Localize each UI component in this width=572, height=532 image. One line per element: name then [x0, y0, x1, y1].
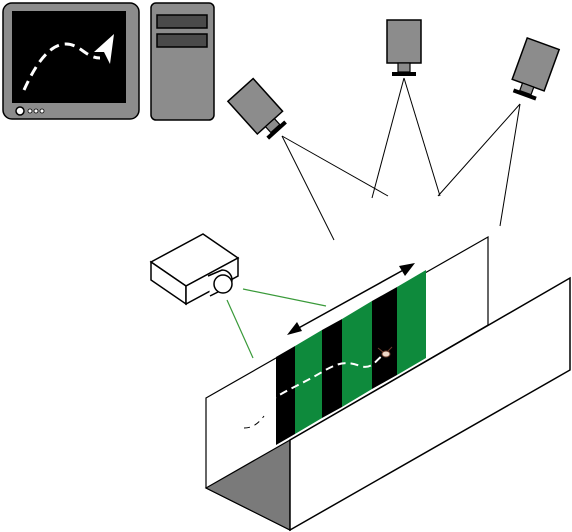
tower-drive-bay [156, 14, 208, 29]
camera-icon [386, 19, 422, 76]
monitor-icon [2, 2, 140, 120]
tunnel-front-wall [289, 276, 571, 532]
projection-beam-lower [226, 299, 254, 359]
camera-sight-lines [281, 77, 521, 241]
camera-body [511, 36, 561, 92]
stripe-black [322, 319, 342, 418]
tunnel-stripes [276, 270, 426, 445]
camera-body [386, 19, 422, 64]
monitor-indicator-light [33, 108, 39, 114]
camera-lens [392, 72, 416, 76]
stripe-black [372, 287, 397, 389]
fly-wings [377, 346, 393, 353]
camera-right-sight-line-b [499, 103, 521, 227]
stripe-green [295, 330, 322, 434]
projection-beams [226, 288, 327, 359]
screen-arrow-cursor-icon [94, 34, 114, 64]
camera-center-sight-line-b [403, 77, 441, 197]
tower-case [150, 2, 215, 121]
tower-drive-bay [156, 33, 208, 48]
camera-right-sight-line-a [437, 103, 521, 197]
monitor-indicator-light [27, 108, 33, 114]
camera-lens-neck [397, 62, 411, 73]
fly-trajectory-path [243, 355, 383, 429]
projector-lens [213, 274, 233, 294]
double-arrow-head-right [399, 263, 415, 276]
camera-icon [511, 36, 561, 101]
screen-trajectory-path [22, 42, 101, 91]
stripe-green [342, 301, 372, 407]
stripe-black [276, 346, 295, 445]
projection-beam-upper [242, 288, 327, 307]
fly-trajectory-path-start [243, 415, 265, 429]
stripe-green [397, 270, 426, 375]
fly-icon [377, 346, 393, 358]
double-arrow-icon [287, 263, 415, 335]
flight-tunnel [204, 235, 571, 532]
projector-icon [149, 233, 240, 306]
camera-icon [226, 77, 287, 140]
computer-tower-icon [150, 2, 215, 121]
fly-body [381, 350, 391, 358]
camera-lens-neck [519, 82, 535, 96]
double-arrow-shaft [294, 267, 408, 331]
camera-center-sight-line-a [371, 77, 405, 199]
camera-left-sight-line-a [281, 135, 335, 241]
camera-left-sight-line-b [281, 135, 389, 197]
camera-lens [266, 120, 287, 140]
camera-lens-neck [264, 117, 281, 134]
double-arrow-head-left [287, 322, 302, 335]
camera-lens [512, 88, 537, 101]
monitor-power-button [15, 106, 25, 116]
monitor-indicator-light [39, 108, 45, 114]
